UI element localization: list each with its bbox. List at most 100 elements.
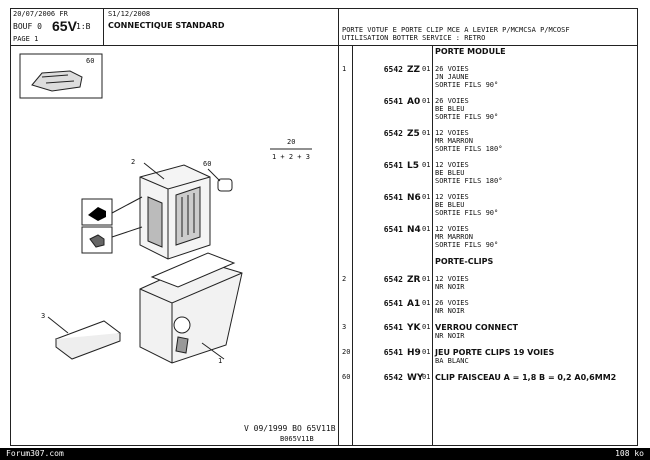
parts-ref: 6541 xyxy=(383,299,403,308)
parts-line: 26 VOIES xyxy=(435,299,469,307)
header-desc-line2: UTILISATION BOTTER SERVICE : RETRO xyxy=(342,34,486,42)
parts-line: 12 VOIES xyxy=(435,275,469,283)
parts-line: BE BLEU xyxy=(435,201,465,209)
footer-bar: Forum307.com 108 ko xyxy=(0,448,650,460)
parts-line: 26 VOIES xyxy=(435,65,469,73)
parts-ref: 6541 xyxy=(383,97,403,106)
parts-ref: 6542 xyxy=(383,373,403,382)
parts-line: JN JAUNE xyxy=(435,73,469,81)
parts-suffix: 01 xyxy=(422,348,431,356)
parts-line: BA BLANC xyxy=(435,357,469,365)
callout-1: 1 xyxy=(218,357,223,365)
connector-icon-box-1 xyxy=(81,198,113,226)
callout-2: 2 xyxy=(131,158,136,166)
parts-suffix: 01 xyxy=(422,129,431,137)
parts-group-title: PORTE MODULE xyxy=(435,47,506,56)
parts-suffix: 01 xyxy=(422,161,431,169)
header-desc-line1: PORTE VOTUF E PORTE CLIP MCE A LEVIER P/… xyxy=(342,26,570,34)
parts-code: A1 xyxy=(407,299,421,309)
header-date: 20/07/2006 FR xyxy=(13,10,68,18)
callout-inset-60: 60 xyxy=(86,57,95,65)
page-frame xyxy=(10,8,638,446)
parts-code: WY xyxy=(407,373,424,383)
header-title: CONNECTIQUE STANDARD xyxy=(108,21,225,30)
parts-line: SORTIE FILS 180° xyxy=(435,145,503,153)
parts-ref: 6541 xyxy=(383,193,403,202)
parts-line: MR MARRON xyxy=(435,233,473,241)
parts-item-number: 3 xyxy=(342,323,347,331)
parts-line: 12 VOIES xyxy=(435,161,469,169)
parts-line: BE BLEU xyxy=(435,169,465,177)
parts-suffix: 01 xyxy=(422,299,431,307)
clip-cylinder xyxy=(217,178,233,192)
parts-suffix: 01 xyxy=(422,323,431,331)
footer-site: Forum307.com xyxy=(6,449,64,458)
parts-line: NR NOIR xyxy=(435,332,465,340)
parts-line: SORTIE FILS 90° xyxy=(435,81,499,89)
fraction-numerator: 20 xyxy=(287,138,296,146)
inset-box xyxy=(19,53,103,99)
header-model-code: 65V xyxy=(52,18,77,34)
parts-group-title: VERROU CONNECT xyxy=(435,323,518,332)
parts-ref: 6541 xyxy=(383,161,403,170)
exploded-diagram xyxy=(19,53,312,364)
parts-code: L5 xyxy=(407,161,419,171)
socket-icon xyxy=(89,234,105,248)
header-ref-date: S1/12/2008 xyxy=(108,10,151,18)
fraction-denominator: 1 + 2 + 3 xyxy=(272,153,310,161)
parts-suffix: 01 xyxy=(422,373,431,381)
parts-line: SORTIE FILS 180° xyxy=(435,177,503,185)
parts-code: N6 xyxy=(407,193,421,203)
parts-row: PORTE-CLIPS xyxy=(339,257,637,275)
plug-icon xyxy=(88,207,106,221)
header-page: PAGE 1 xyxy=(13,35,39,43)
parts-item-number: 2 xyxy=(342,275,347,283)
parts-line: NR NOIR xyxy=(435,283,465,291)
parts-line: MR MARRON xyxy=(435,137,473,145)
parts-code: ZZ xyxy=(407,65,421,75)
parts-suffix: 01 xyxy=(422,275,431,283)
parts-ref: 6541 xyxy=(383,225,403,234)
parts-group-title: PORTE-CLIPS xyxy=(435,257,494,266)
parts-line: 12 VOIES xyxy=(435,225,469,233)
parts-code: A0 xyxy=(407,97,421,107)
parts-ref: 6541 xyxy=(383,348,403,357)
footer-size: 108 ko xyxy=(615,449,644,458)
drawing-ref-line2: B065V11B xyxy=(280,435,314,443)
parts-code: ZR xyxy=(407,275,421,285)
parts-code: H9 xyxy=(407,348,421,358)
parts-line: SORTIE FILS 90° xyxy=(435,241,499,249)
parts-ref: 6542 xyxy=(383,275,403,284)
parts-code: YK xyxy=(407,323,421,333)
header-model-prefix: BOUF 0 xyxy=(13,22,42,31)
parts-line: 12 VOIES xyxy=(435,129,469,137)
callout-60: 60 xyxy=(203,160,212,168)
parts-group-title: CLIP FAISCEAU A = 1,8 B = 0,2 A0,6MM2 xyxy=(435,373,617,382)
parts-line: BE BLEU xyxy=(435,105,465,113)
parts-line: SORTIE FILS 90° xyxy=(435,209,499,217)
parts-code: N4 xyxy=(407,225,421,235)
parts-item-number: 20 xyxy=(342,348,351,356)
parts-line: 26 VOIES xyxy=(435,97,469,105)
parts-line: SORTIE FILS 90° xyxy=(435,113,499,121)
parts-suffix: 01 xyxy=(422,65,431,73)
parts-line: 12 VOIES xyxy=(435,193,469,201)
callout-3: 3 xyxy=(41,312,46,320)
parts-group-title: JEU PORTE CLIPS 19 VOIES xyxy=(435,348,555,357)
parts-ref: 6542 xyxy=(383,129,403,138)
parts-ref: 6541 xyxy=(383,323,403,332)
parts-suffix: 01 xyxy=(422,225,431,233)
parts-ref: 6542 xyxy=(383,65,403,74)
parts-suffix: 01 xyxy=(422,193,431,201)
header-model-suffix: 1:B xyxy=(76,22,91,31)
drawing-ref-line1: V 09/1999 BO 65V11B xyxy=(244,424,336,433)
parts-item-number: 60 xyxy=(342,373,351,381)
